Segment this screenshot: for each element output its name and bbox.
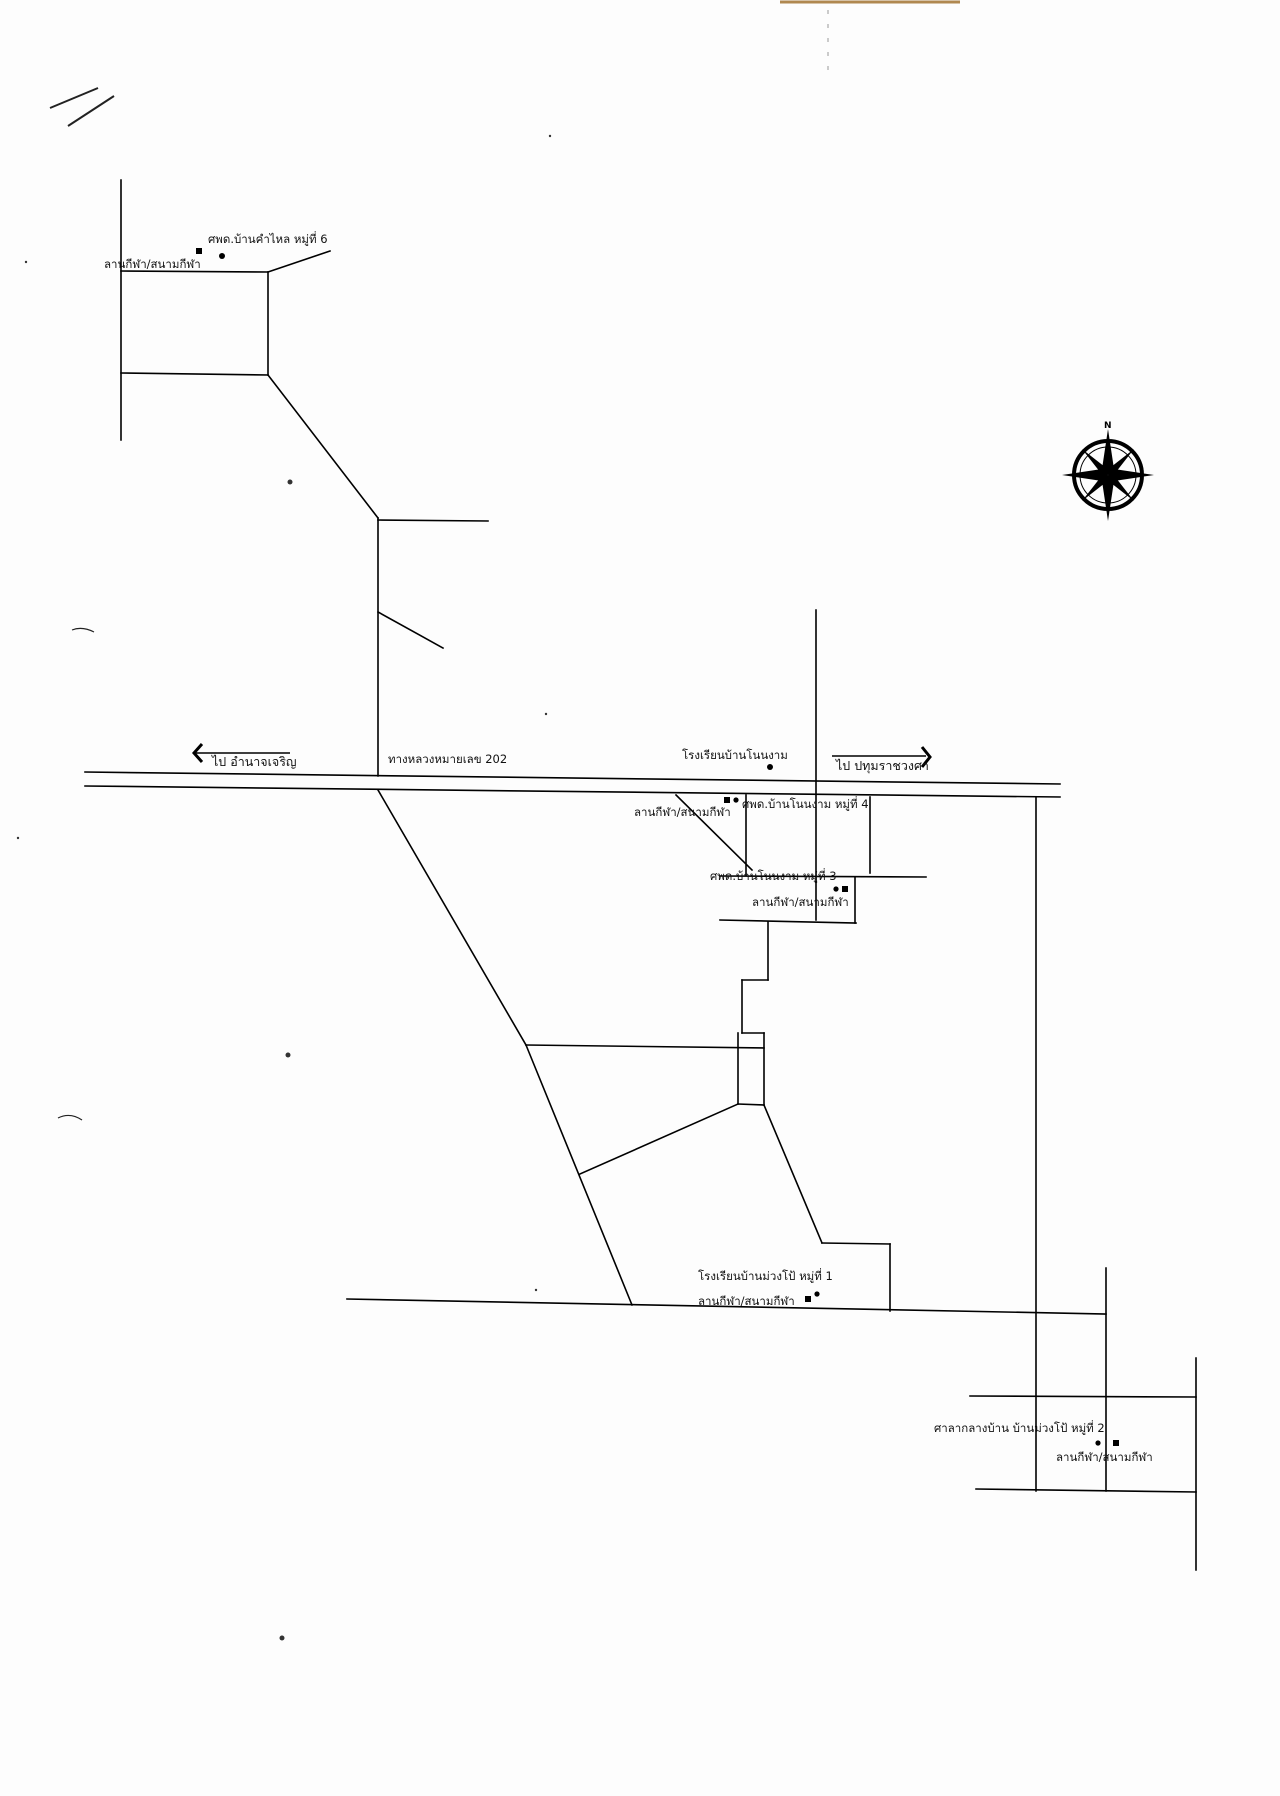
point-marker-icon [733, 797, 739, 803]
direction-west: ไป อำนาจเจริญ [191, 743, 297, 769]
direction-east: ไป ปทุมราชวงศา [832, 746, 932, 774]
point-marker-icon [767, 764, 773, 770]
square-marker-icon [805, 1296, 811, 1302]
arrow-right-icon [920, 746, 932, 768]
field-village6-label: ลานกีฬา/สนามกีฬา [104, 257, 201, 271]
place-village3: ศพด.บ้านโนนงาม หมู่ที่ 3 ลานกีฬา/สนามกีฬ… [710, 868, 849, 909]
school-nonngam-label: โรงเรียนบ้านโนนงาม [682, 748, 788, 762]
place-village6: ศพด.บ้านคำไหล หมู่ที่ 6 ลานกีฬา/สนามกีฬา [104, 231, 328, 271]
field-village4-label: ลานกีฬา/สนามกีฬา [634, 805, 731, 819]
direction-west-label: ไป อำนาจเจริญ [211, 754, 297, 769]
compass-rose-icon: N [1062, 421, 1154, 521]
arrow-left-icon [191, 743, 290, 763]
center-village4-label: ศพด.บ้านโนนงาม หมู่ที่ 4 [742, 796, 869, 811]
point-marker-icon [814, 1291, 820, 1297]
square-marker-icon [842, 886, 848, 892]
point-marker-icon [833, 886, 839, 892]
place-village2: ศาลากลางบ้าน บ้านม่วงโป้ หมู่ที่ 2 ลานกี… [934, 1420, 1153, 1464]
compass-north-label: N [1104, 421, 1112, 431]
road-network [84, 179, 1197, 1571]
school-village1-label: โรงเรียนบ้านม่วงโป้ หมู่ที่ 1 [698, 1268, 833, 1283]
place-school-nonngam: โรงเรียนบ้านโนนงาม [682, 748, 788, 770]
highway-202-line-upper [84, 771, 1061, 785]
scan-marks [16, 0, 960, 1641]
field-village1-label: ลานกีฬา/สนามกีฬา [698, 1294, 795, 1308]
place-village1: โรงเรียนบ้านม่วงโป้ หมู่ที่ 1 ลานกีฬา/สน… [698, 1268, 833, 1308]
point-marker-icon [1095, 1440, 1101, 1446]
point-marker-icon [219, 253, 225, 259]
square-marker-icon [1113, 1440, 1119, 1446]
hall-village2-label: ศาลากลางบ้าน บ้านม่วงโป้ หมู่ที่ 2 [934, 1420, 1105, 1435]
highway-label: ทางหลวงหมายเลข 202 [388, 752, 507, 766]
center-village6-label: ศพด.บ้านคำไหล หมู่ที่ 6 [208, 231, 328, 246]
square-marker-icon [196, 248, 202, 254]
highway-202-line-lower [84, 785, 1061, 798]
place-village4: ศพด.บ้านโนนงาม หมู่ที่ 4 ลานกีฬา/สนามกีฬ… [634, 796, 869, 819]
center-village3-label: ศพด.บ้านโนนงาม หมู่ที่ 3 [710, 868, 837, 883]
field-village3-label: ลานกีฬา/สนามกีฬา [752, 895, 849, 909]
direction-east-label: ไป ปทุมราชวงศา [835, 758, 929, 774]
field-village2-label: ลานกีฬา/สนามกีฬา [1056, 1450, 1153, 1464]
square-marker-icon [724, 797, 730, 803]
